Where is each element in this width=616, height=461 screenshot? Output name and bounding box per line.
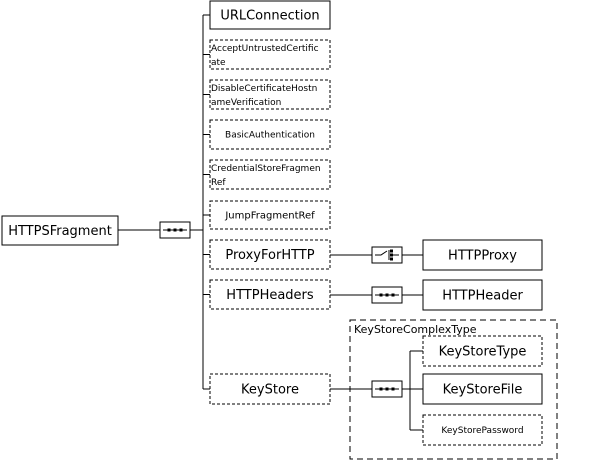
sequence-icon-headers: [371, 286, 403, 304]
disable-certificate-hostname-verification-node[interactable]: DisableCertificateHostn ameVerification: [209, 79, 331, 110]
keystore-complex-type-frame: [349, 319, 558, 460]
url-connection-node-box: [209, 0, 331, 30]
choice-icon-proxy: [371, 246, 403, 264]
key-store-file-node-label: KeyStoreFile: [443, 383, 523, 398]
accept-untrusted-certificate-node[interactable]: AcceptUntrustedCertific ate: [209, 39, 331, 70]
jump-fragment-ref-node[interactable]: JumpFragmentRef: [209, 200, 331, 230]
root-node-box: [1, 215, 119, 246]
key-store-node-box: [209, 373, 331, 405]
key-store-node-label: KeyStore: [241, 383, 299, 398]
http-headers-node[interactable]: HTTPHeaders: [209, 279, 331, 310]
proxy-for-http-node[interactable]: ProxyForHTTP: [209, 239, 331, 270]
url-connection-node-label: URLConnection: [220, 9, 319, 24]
http-proxy-node-box: [422, 239, 543, 271]
credential-store-fragment-ref-node-box: [209, 159, 331, 190]
key-store-file-node[interactable]: KeyStoreFile: [422, 373, 543, 405]
http-headers-node-label: HTTPHeaders: [226, 288, 314, 303]
key-store-password-node[interactable]: KeyStorePassword: [422, 414, 543, 446]
basic-authentication-node-box: [209, 119, 331, 150]
root-node[interactable]: HTTPSFragment: [1, 215, 119, 246]
sequence-icon-root: [159, 221, 191, 239]
accept-untrusted-certificate-node-label-line: AcceptUntrustedCertific: [211, 44, 319, 54]
key-store-file-node-box: [422, 373, 543, 405]
disable-certificate-hostname-verification-node-label-line: ameVerification: [211, 98, 281, 108]
accept-untrusted-certificate-node-box: [209, 39, 331, 70]
credential-store-fragment-ref-node-label-line: CredentialStoreFragmen: [211, 164, 321, 174]
disable-certificate-hostname-verification-node-label-line: DisableCertificateHostn: [211, 84, 317, 94]
key-store-password-node-label: KeyStorePassword: [441, 426, 523, 436]
accept-untrusted-certificate-node-label-line: ate: [211, 58, 226, 68]
http-header-node-label: HTTPHeader: [442, 289, 523, 304]
key-store-password-node-box: [422, 414, 543, 446]
keystore-complex-type: KeyStoreComplexType: [349, 319, 558, 460]
keystore-complex-type-label: KeyStoreComplexType: [354, 323, 477, 336]
key-store-node[interactable]: KeyStore: [209, 373, 331, 405]
http-header-node[interactable]: HTTPHeader: [422, 279, 543, 311]
credential-store-fragment-ref-node-label-line: Ref: [211, 178, 226, 188]
jump-fragment-ref-node-label: JumpFragmentRef: [224, 211, 315, 222]
connector-lines: [118, 14, 423, 431]
http-proxy-node[interactable]: HTTPProxy: [422, 239, 543, 271]
basic-authentication-node[interactable]: BasicAuthentication: [209, 119, 331, 150]
root-node-label: HTTPSFragment: [8, 224, 112, 239]
http-header-node-box: [422, 279, 543, 311]
http-headers-node-box: [209, 279, 331, 310]
proxy-for-http-node-box: [209, 239, 331, 270]
proxy-for-http-node-label: ProxyForHTTP: [225, 248, 314, 263]
basic-authentication-node-label: BasicAuthentication: [225, 131, 315, 141]
http-proxy-node-label: HTTPProxy: [448, 249, 517, 264]
url-connection-node[interactable]: URLConnection: [209, 0, 331, 30]
sequence-icon-keystore: [371, 380, 403, 398]
nodes: HTTPSFragment URLConnectionAcceptUntruste…: [1, 0, 558, 460]
key-store-type-node-box: [422, 335, 543, 367]
jump-fragment-ref-node-box: [209, 200, 331, 230]
disable-certificate-hostname-verification-node-box: [209, 79, 331, 110]
key-store-type-node[interactable]: KeyStoreType: [422, 335, 543, 367]
key-store-type-node-label: KeyStoreType: [439, 345, 527, 360]
